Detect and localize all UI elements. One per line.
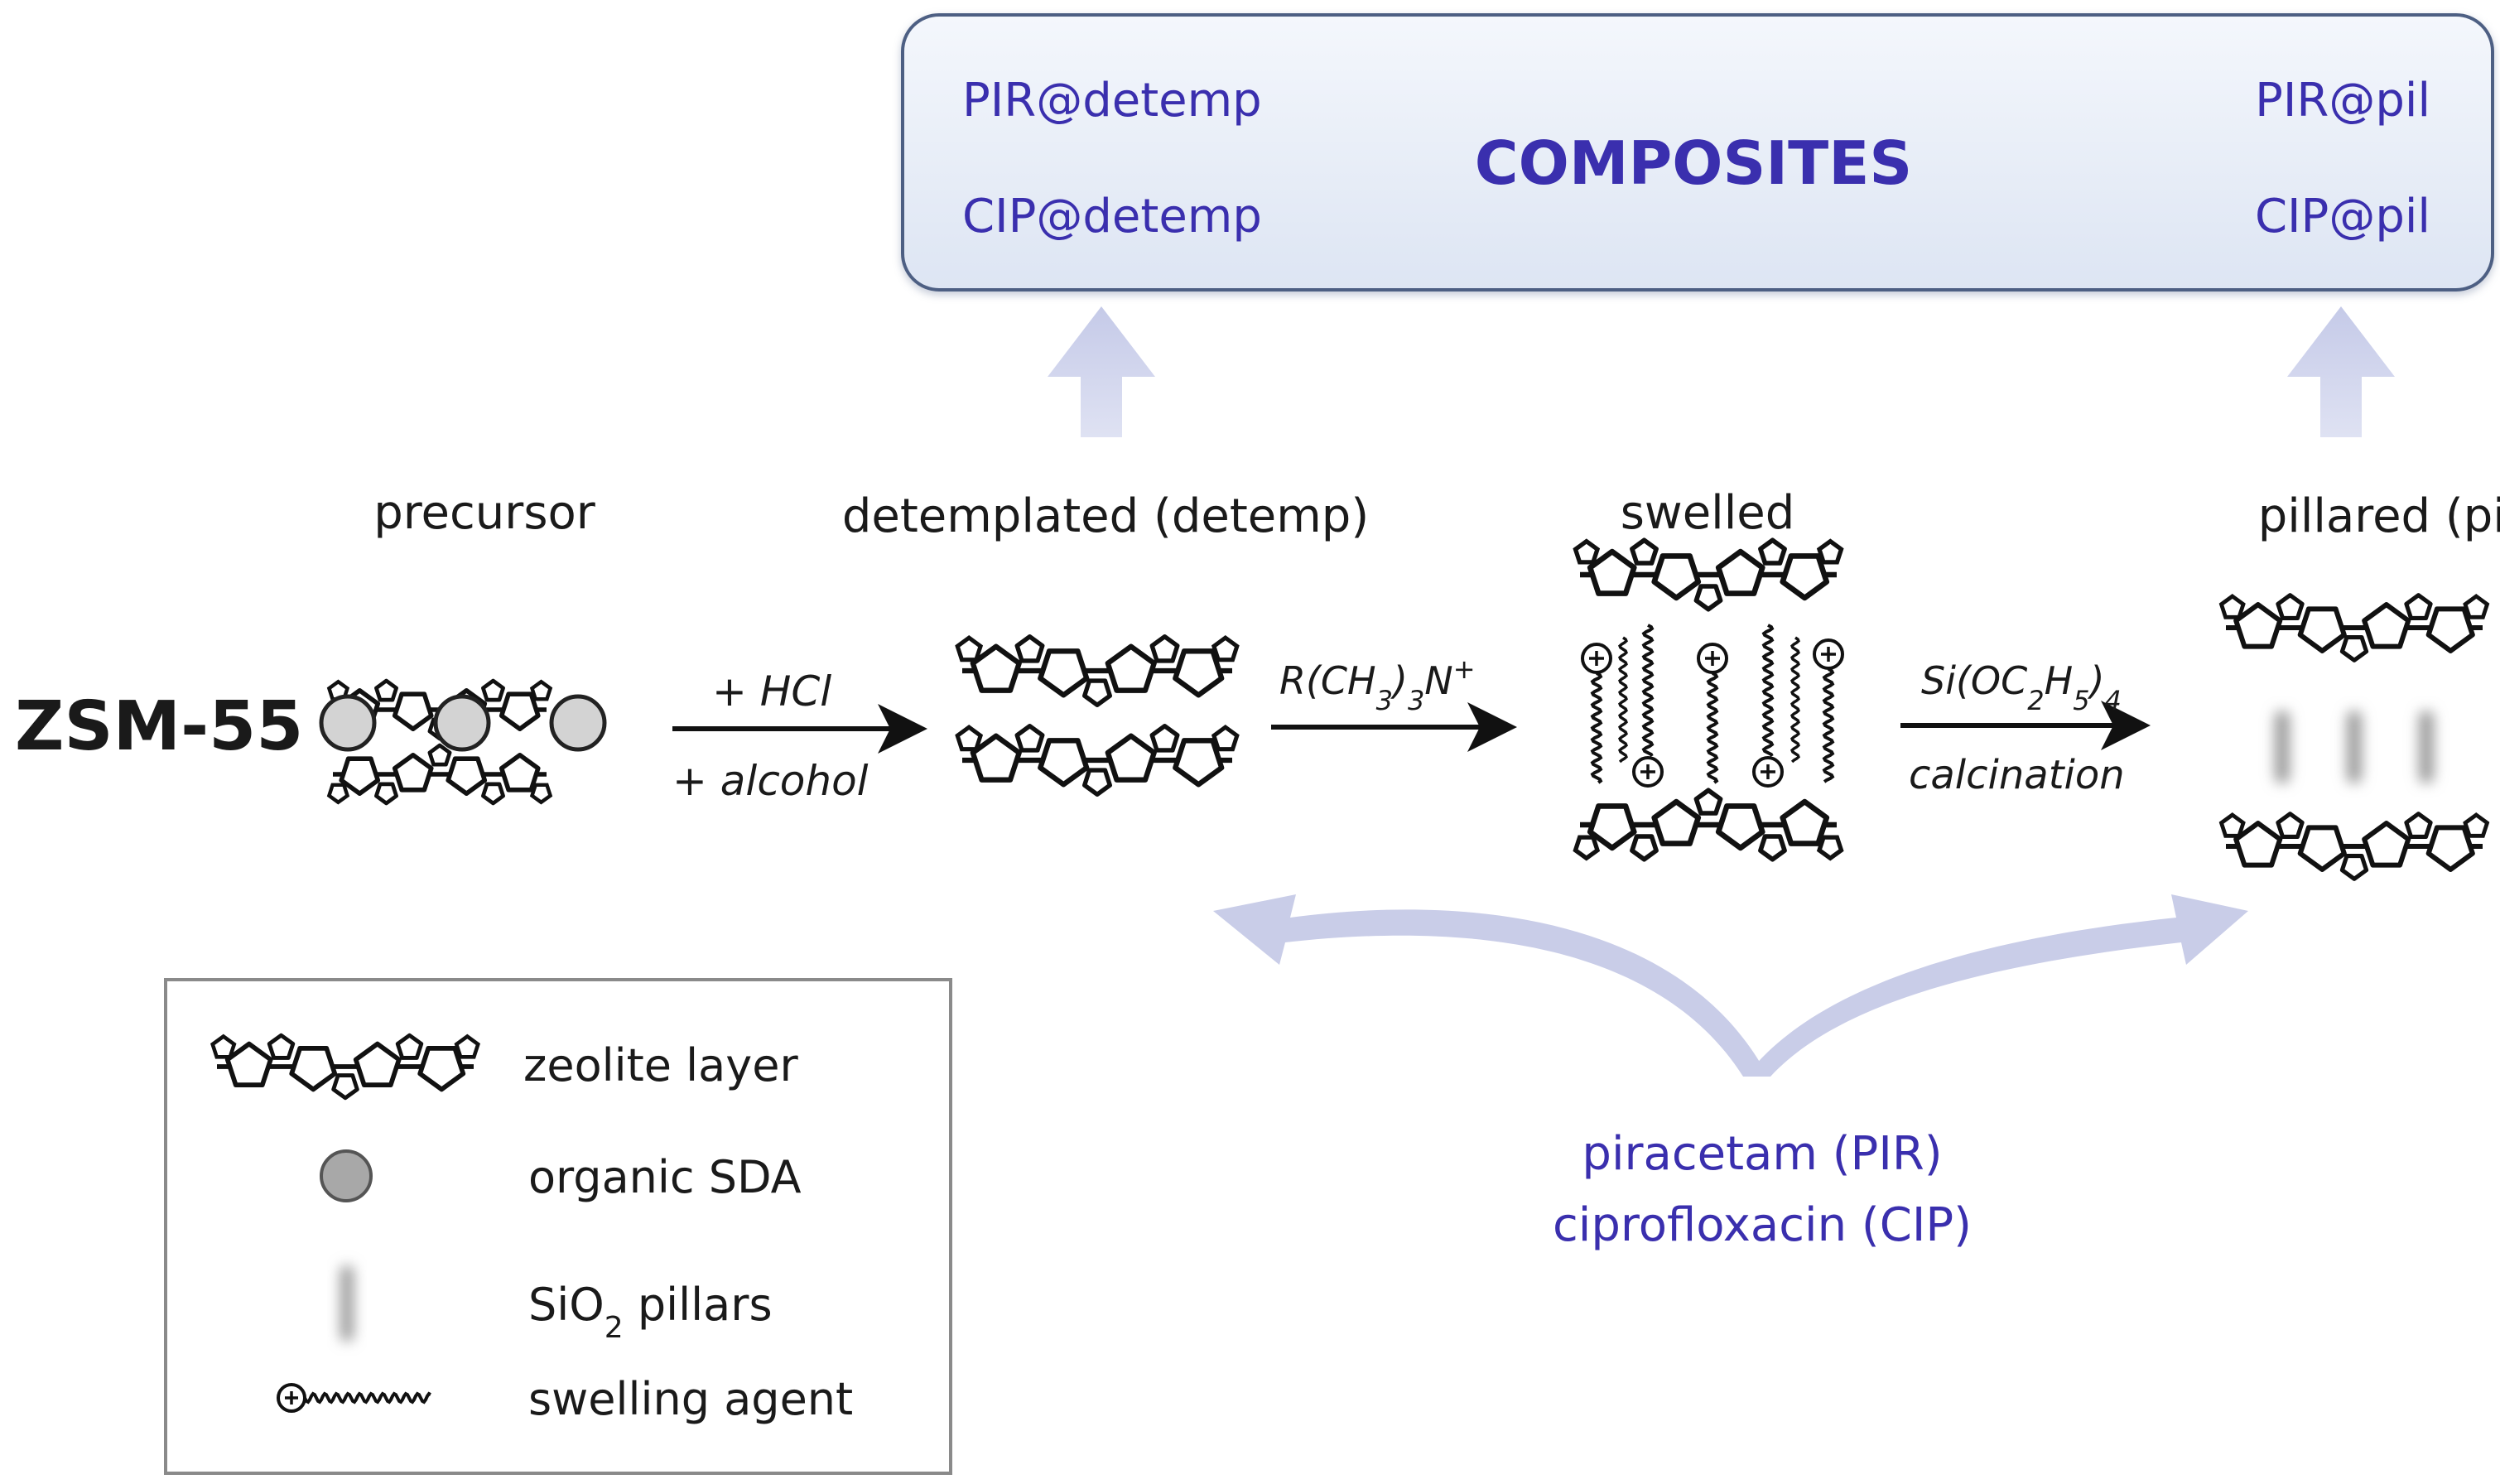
composite-pir-pil: PIR@pil xyxy=(2255,74,2430,128)
sio2-pillar xyxy=(2275,711,2290,783)
composite-pir-detemp: PIR@detemp xyxy=(962,74,1262,128)
stage-label-swelled: swelled xyxy=(1621,486,1795,540)
drug-ciprofloxacin: ciprofloxacin (CIP) xyxy=(1553,1198,1972,1252)
step3-reagent-top: Si(OC2H5)4 xyxy=(1921,658,2122,716)
precursor-structure xyxy=(319,678,607,806)
material-label: ZSM-55 xyxy=(15,687,303,766)
zeolite-layer xyxy=(1573,537,1844,612)
legend-sda-label: organic SDA xyxy=(528,1151,802,1203)
composite-cip-pil: CIP@pil xyxy=(2255,190,2430,243)
legend-pillar-icon xyxy=(340,1265,354,1342)
composite-cip-detemp: CIP@detemp xyxy=(962,190,1262,243)
zeolite-layer xyxy=(326,743,553,806)
swelling-agent xyxy=(1813,638,1844,783)
step1-reagent-top: + HCl xyxy=(712,667,831,716)
stage-label-precursor: precursor xyxy=(373,486,596,540)
legend-pillars-label: SiO2 pillars xyxy=(528,1279,773,1345)
sio2-pillar xyxy=(2419,711,2434,783)
sda-molecule xyxy=(549,694,607,752)
stage-label-detemplated: detemplated (detemp) xyxy=(842,489,1369,543)
legend-zeolite-label: zeolite layer xyxy=(523,1039,798,1091)
pillared-structure xyxy=(2218,593,2490,881)
step1-reagent-bottom: + alcohol xyxy=(672,757,869,805)
step3-arrow: Si(OC2H5)4 calcination xyxy=(1900,658,2151,798)
swelling-agent-group xyxy=(1581,624,1844,788)
swelling-agent xyxy=(1618,636,1628,764)
step2-reagent: R(CH3)3N+ xyxy=(1279,653,1476,716)
zeolite-layer xyxy=(955,724,1240,797)
stage-label-pillared: pillared (pil) xyxy=(2258,489,2500,543)
sda-molecule xyxy=(433,694,491,752)
sio2-pillar xyxy=(2347,711,2362,783)
swelling-agent xyxy=(1581,643,1612,784)
drug-curved-arrows xyxy=(1213,894,2248,1077)
drug-piracetam: piracetam (PIR) xyxy=(1582,1127,1942,1181)
swelling-agent xyxy=(1790,636,1800,764)
zeolite-layer xyxy=(2218,593,2490,662)
legend-sda-icon xyxy=(320,1149,373,1202)
sda-molecule xyxy=(319,694,377,752)
detemplated-structure xyxy=(955,634,1240,797)
zeolite-layer xyxy=(955,634,1240,707)
composites-box: COMPOSITES PIR@detemp CIP@detemp PIR@pil… xyxy=(901,13,2494,292)
zeolite-layer xyxy=(1573,788,1844,862)
swelling-agent xyxy=(1697,643,1728,784)
step1-arrow: + HCl + alcohol xyxy=(672,667,927,805)
swelled-structure xyxy=(1573,537,1844,862)
step2-arrow: R(CH3)3N+ xyxy=(1271,653,1517,752)
legend-swelling-label: swelling agent xyxy=(528,1373,853,1425)
step3-reagent-bottom: calcination xyxy=(1909,752,2125,798)
curved-arrow-to-detemp xyxy=(1213,894,1768,1077)
legend-zeolite-icon xyxy=(210,1033,480,1101)
legend-swelling-icon xyxy=(277,1383,431,1413)
composites-title: COMPOSITES xyxy=(1475,128,1912,198)
zeolite-layer xyxy=(2218,812,2490,881)
legend: zeolite layer organic SDA SiO2 pillars s… xyxy=(164,978,952,1475)
up-arrow-pillared xyxy=(2287,306,2395,437)
curved-arrow-to-pillared xyxy=(1746,894,2248,1077)
swelling-agent xyxy=(1752,624,1784,788)
up-arrow-detemp xyxy=(1048,306,1155,437)
swelling-agent xyxy=(1632,624,1664,788)
